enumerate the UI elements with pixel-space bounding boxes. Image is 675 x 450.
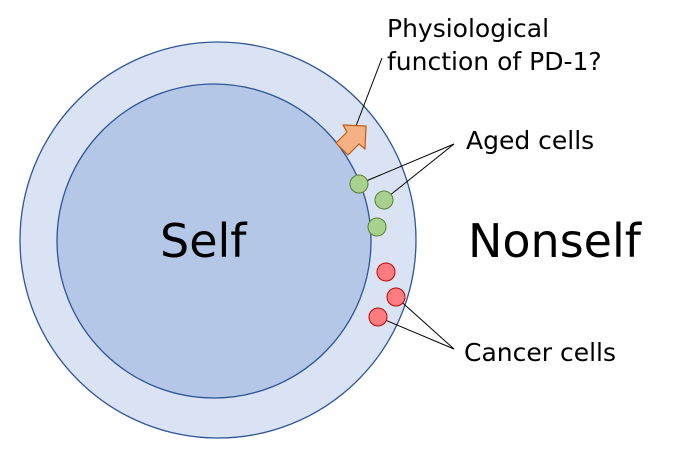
cancer-cells-label: Cancer cells xyxy=(464,338,617,367)
cancer-cell xyxy=(368,307,388,327)
cancer-cell xyxy=(376,262,396,282)
cancer-connector-line-1 xyxy=(395,296,455,350)
question-connector-line xyxy=(355,57,383,127)
aged-connector-line-2 xyxy=(383,143,455,201)
aged-cells-label: Aged cells xyxy=(466,126,595,155)
self-label: Self xyxy=(160,214,247,268)
cancer-cell xyxy=(386,287,406,307)
aged-cell xyxy=(367,217,387,237)
aged-connector-line-1 xyxy=(358,143,455,185)
arrow-icon xyxy=(335,124,367,156)
pd1-question-line-2: function of PD-1? xyxy=(387,47,602,76)
cancer-connector-line-2 xyxy=(377,316,455,350)
pd1-question-line-1: Physiological xyxy=(387,14,550,43)
aged-cell xyxy=(349,174,369,194)
nonself-label: Nonself xyxy=(468,214,641,268)
self-circle xyxy=(56,83,372,399)
aged-cell xyxy=(374,190,394,210)
pd1-question-label: Physiological function of PD-1? xyxy=(387,12,602,78)
